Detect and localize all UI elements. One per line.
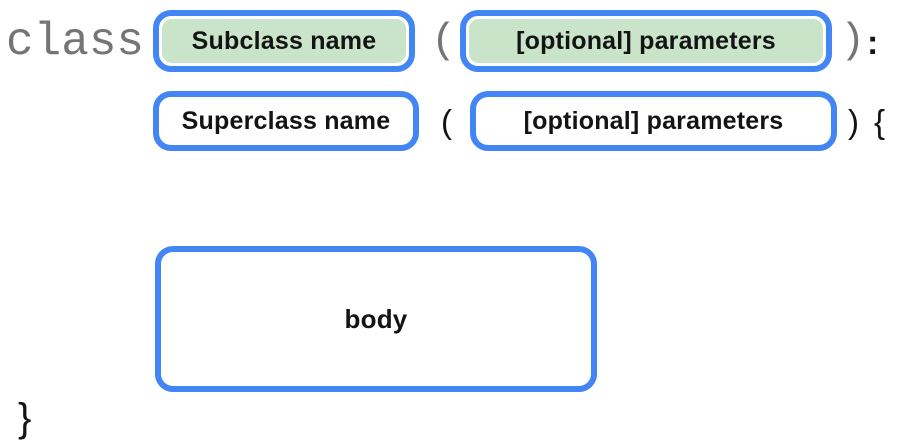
row2-open-brace: {	[874, 102, 886, 140]
row2-close-paren: )	[848, 102, 859, 140]
closing-brace: }	[18, 396, 32, 440]
body-label: body	[164, 255, 588, 383]
class-keyword: class	[6, 16, 145, 68]
superclass-name-label: Superclass name	[162, 100, 410, 142]
superclass-name-box: Superclass name	[153, 91, 419, 151]
row2-parameters-label: [optional] parameters	[479, 100, 828, 142]
row1-close-paren: )	[840, 17, 866, 65]
subclass-name-box: Subclass name	[153, 10, 415, 72]
row2-open-paren: (	[441, 102, 452, 140]
row1-colon: :	[867, 24, 879, 62]
row1-parameters-box: [optional] parameters	[460, 10, 832, 72]
row1-open-paren: (	[431, 17, 457, 65]
subclass-name-label: Subclass name	[162, 19, 406, 63]
body-box: body	[155, 246, 597, 392]
row2-parameters-box: [optional] parameters	[470, 91, 837, 151]
row1-parameters-label: [optional] parameters	[469, 19, 823, 63]
